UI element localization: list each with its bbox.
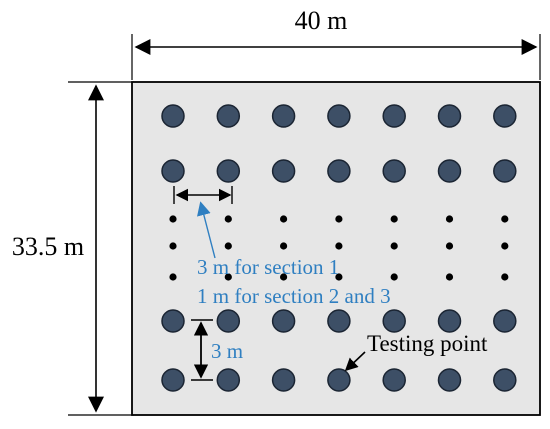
testing-point-small xyxy=(335,273,343,281)
testing-point-small xyxy=(169,215,177,223)
testing-point-small xyxy=(280,242,288,250)
testing-point-small xyxy=(280,273,288,281)
testing-points xyxy=(161,104,517,392)
testing-point-small xyxy=(501,215,509,223)
height-label: 33.5 m xyxy=(12,232,84,261)
testing-point-large xyxy=(493,159,517,183)
height-label-background xyxy=(4,231,92,261)
testing-point-small xyxy=(445,242,454,250)
testing-point-large xyxy=(382,159,406,183)
testing-point-small xyxy=(390,273,398,281)
testing-point-large xyxy=(161,104,185,128)
testing-point-small xyxy=(224,273,232,281)
testing-point-large xyxy=(493,368,517,392)
testing-point-large xyxy=(382,368,406,392)
testing-point-large xyxy=(161,159,185,183)
testing-point-small xyxy=(445,215,454,223)
testing-point-large xyxy=(327,159,351,183)
testing-point-small xyxy=(224,242,232,250)
width-label: 40 m xyxy=(295,6,348,35)
testing-point-label: Testing point xyxy=(367,331,488,356)
test-plot-area xyxy=(131,81,541,416)
testing-point-large xyxy=(382,309,406,333)
testing-point-large xyxy=(271,368,296,392)
testing-point-callout-arrow xyxy=(344,351,366,372)
testing-point-large xyxy=(271,159,296,183)
testing-point-large xyxy=(216,368,241,392)
testing-point-large xyxy=(271,309,296,333)
testing-point-small xyxy=(501,242,509,250)
testing-point-small xyxy=(169,242,177,250)
testing-point-small xyxy=(501,273,509,281)
testing-point-large xyxy=(437,104,462,128)
testing-point-large xyxy=(327,309,351,333)
testing-point-large xyxy=(161,368,185,392)
testing-point-large xyxy=(437,159,462,183)
testing-point-small xyxy=(169,273,177,281)
testing-point-large xyxy=(216,309,241,333)
testing-point-large xyxy=(271,104,296,128)
vertical-spacing-label: 3 m xyxy=(211,339,243,363)
testing-point-small xyxy=(445,273,454,281)
testing-point-large xyxy=(216,159,241,183)
section-spacing-label-2: 1 m for section 2 and 3 xyxy=(197,284,391,308)
testing-point-small xyxy=(390,215,398,223)
testing-point-small xyxy=(335,215,343,223)
testing-point-large xyxy=(216,104,241,128)
testing-point-large xyxy=(493,309,517,333)
section-spacing-label-1: 3 m for section 1 xyxy=(197,255,339,279)
testing-point-small xyxy=(390,242,398,250)
section-spacing-callout-arrow xyxy=(197,201,216,259)
testing-point-small xyxy=(335,242,343,250)
testing-point-large xyxy=(327,104,351,128)
testing-point-large xyxy=(493,104,517,128)
testing-point-large xyxy=(161,309,185,333)
testing-point-large xyxy=(437,368,462,392)
testing-point-large xyxy=(437,309,462,333)
testing-point-large xyxy=(327,368,351,392)
testing-point-large xyxy=(382,104,406,128)
testing-point-small xyxy=(224,215,232,223)
testing-point-small xyxy=(280,215,288,223)
